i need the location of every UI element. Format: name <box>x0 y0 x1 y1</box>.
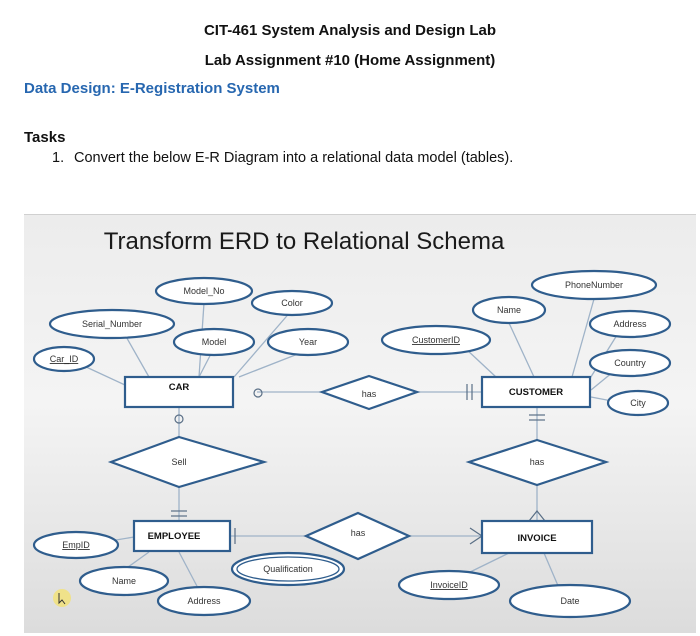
svg-text:EMPLOYEE: EMPLOYEE <box>148 531 201 542</box>
svg-text:CAR: CAR <box>169 382 190 393</box>
svg-text:Address: Address <box>187 596 221 606</box>
tasks-heading: Tasks <box>24 129 66 146</box>
svg-text:has: has <box>530 457 545 467</box>
attribute-model-no: Model_No <box>154 276 254 306</box>
svg-text:Car_ID: Car_ID <box>50 354 79 364</box>
relationship-employee-invoice: has <box>303 511 412 561</box>
svg-text:InvoiceID: InvoiceID <box>430 580 468 590</box>
svg-text:Date: Date <box>560 596 579 606</box>
erd-diagram: Transform ERD to Relational Schema Model… <box>32 228 672 619</box>
attribute-city: City <box>606 389 670 417</box>
attribute-year: Year <box>266 327 350 357</box>
relationship-customer-invoice: has <box>465 438 610 487</box>
entity-invoice: INVOICE <box>480 519 594 555</box>
relationship-car-customer: has <box>318 374 421 411</box>
assignment-title: Lab Assignment #10 (Home Assignment) <box>204 52 496 69</box>
section-title: Data Design: E-Registration System <box>24 80 280 97</box>
svg-text:Year: Year <box>299 337 317 347</box>
task-number: 1. <box>52 150 65 166</box>
svg-text:Serial_Number: Serial_Number <box>82 319 142 329</box>
svg-text:Qualification: Qualification <box>263 564 313 574</box>
svg-text:Sell: Sell <box>171 457 186 467</box>
svg-text:CustomerID: CustomerID <box>412 335 461 345</box>
svg-text:Country: Country <box>614 358 646 368</box>
entity-employee: EMPLOYEE <box>132 519 232 553</box>
attribute-emp-id: EmpID <box>32 530 120 560</box>
attribute-employee-address: Address <box>156 585 252 617</box>
attribute-employee-name: Name <box>78 565 170 597</box>
svg-text:EmpID: EmpID <box>62 540 90 550</box>
svg-text:Model_No: Model_No <box>183 286 224 296</box>
entity-car: CAR <box>123 375 235 409</box>
svg-text:CUSTOMER: CUSTOMER <box>509 387 563 398</box>
attribute-invoice-id: InvoiceID <box>397 569 501 601</box>
svg-text:Address: Address <box>613 319 647 329</box>
entity-customer: CUSTOMER <box>480 375 592 409</box>
course-title: CIT-461 System Analysis and Design Lab <box>203 22 497 39</box>
erd-slide-image: Transform ERD to Relational Schema Model… <box>24 214 696 633</box>
cursor-icon <box>53 589 71 607</box>
attribute-serial-number: Serial_Number <box>48 308 176 340</box>
attribute-customer-name: Name <box>471 295 547 325</box>
attribute-customer-id: CustomerID <box>380 324 492 356</box>
svg-text:PhoneNumber: PhoneNumber <box>565 280 623 290</box>
svg-text:has: has <box>351 528 366 538</box>
attribute-phone-number: PhoneNumber <box>530 269 658 301</box>
svg-text:Name: Name <box>112 576 136 586</box>
svg-text:City: City <box>630 398 646 408</box>
diagram-title: Transform ERD to Relational Schema <box>104 228 505 255</box>
task-text: Convert the below E-R Diagram into a rel… <box>74 150 514 166</box>
attribute-date: Date <box>508 583 632 619</box>
svg-text:Color: Color <box>281 298 303 308</box>
svg-text:Name: Name <box>497 305 521 315</box>
svg-text:INVOICE: INVOICE <box>517 533 556 544</box>
attribute-country: Country <box>588 348 672 378</box>
attribute-customer-address: Address <box>588 309 672 339</box>
relationship-sell: Sell <box>107 435 268 489</box>
task-item: 1. Convert the below E-R Diagram into a r… <box>52 150 513 166</box>
svg-text:Model: Model <box>202 337 227 347</box>
attribute-color: Color <box>250 289 334 317</box>
attribute-car-id: Car_ID <box>32 345 96 373</box>
attribute-model: Model <box>172 327 256 357</box>
svg-text:has: has <box>362 389 377 399</box>
attribute-qualification: Qualification <box>230 551 346 587</box>
